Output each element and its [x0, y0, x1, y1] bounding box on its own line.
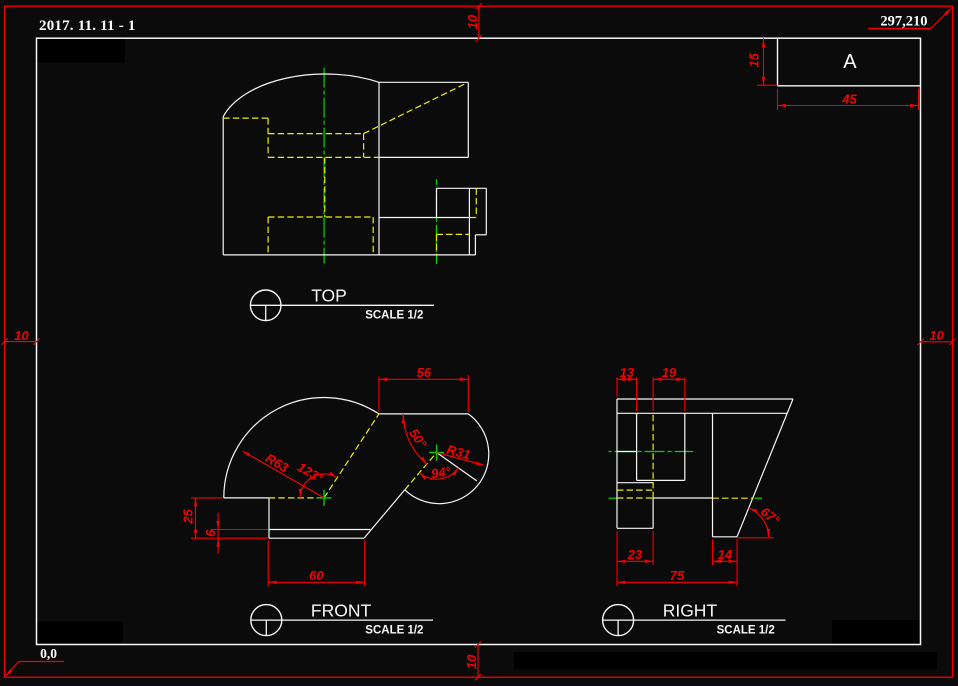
- svg-text:297,210: 297,210: [880, 14, 927, 30]
- svg-text:94°: 94°: [430, 463, 452, 481]
- svg-text:60: 60: [309, 568, 324, 583]
- svg-text:A: A: [843, 51, 857, 73]
- svg-text:25: 25: [181, 508, 196, 524]
- svg-text:15: 15: [747, 52, 762, 67]
- svg-text:TOP: TOP: [311, 286, 347, 306]
- svg-text:2017. 11. 11 - 1: 2017. 11. 11 - 1: [39, 18, 136, 34]
- svg-text:SCALE 1/2: SCALE 1/2: [365, 625, 423, 637]
- svg-text:6: 6: [203, 529, 218, 537]
- svg-text:10: 10: [465, 14, 480, 29]
- svg-text:SCALE 1/2: SCALE 1/2: [365, 310, 423, 322]
- svg-text:56: 56: [417, 365, 432, 380]
- svg-text:75: 75: [670, 568, 685, 583]
- svg-text:FRONT: FRONT: [311, 601, 372, 621]
- svg-text:45: 45: [841, 91, 857, 106]
- svg-text:RIGHT: RIGHT: [663, 601, 718, 621]
- svg-text:23: 23: [627, 547, 643, 562]
- svg-text:13: 13: [620, 365, 635, 380]
- svg-text:SCALE 1/2: SCALE 1/2: [717, 625, 775, 637]
- svg-text:14: 14: [718, 547, 733, 562]
- svg-text:19: 19: [662, 365, 677, 380]
- svg-text:10: 10: [464, 654, 479, 669]
- svg-text:0,0: 0,0: [40, 646, 57, 661]
- svg-text:10: 10: [14, 328, 29, 343]
- svg-text:R31: R31: [445, 442, 472, 463]
- svg-text:10: 10: [929, 328, 944, 343]
